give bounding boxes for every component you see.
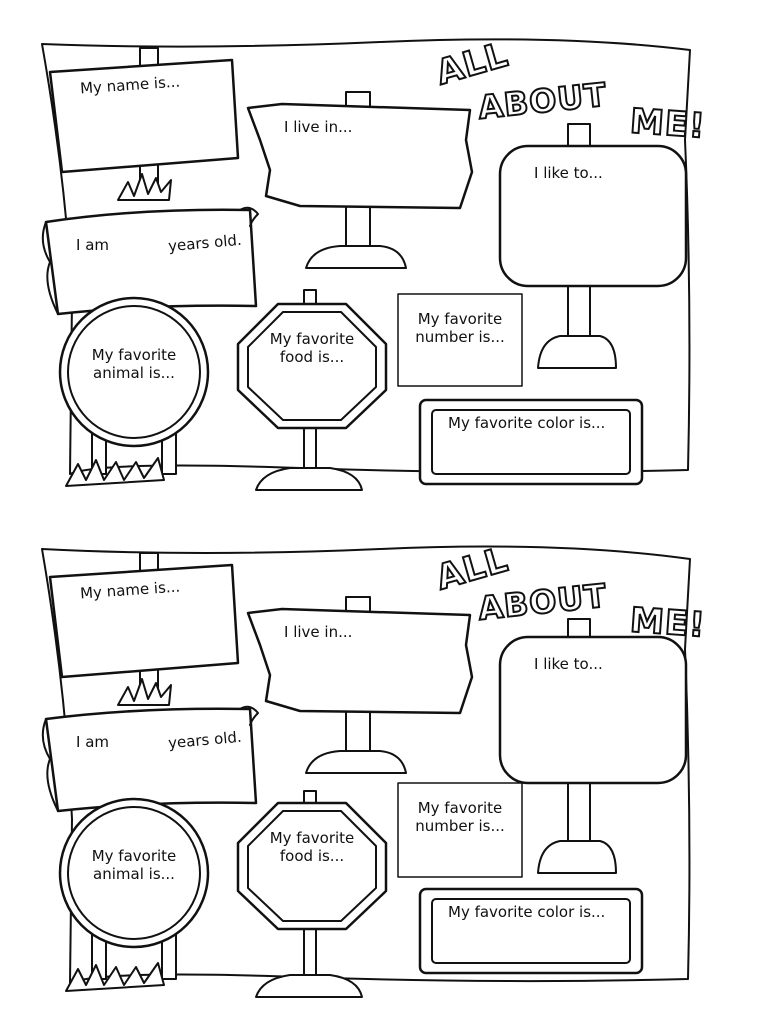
animal-sign (58, 797, 210, 949)
animal-sign (58, 296, 210, 448)
title-me: ME! (628, 599, 708, 646)
age-prompt-start: I am (76, 236, 109, 254)
number-box (397, 293, 523, 387)
live-prompt: I live in... (284, 623, 353, 641)
number-prompt: My favorite number is... (415, 799, 505, 835)
grass-tuft-icon (117, 678, 172, 706)
live-sign (246, 607, 474, 715)
age-banner (44, 707, 258, 813)
color-frame (418, 398, 644, 486)
like-sign (498, 635, 688, 785)
animal-prompt: My favorite animal is... (91, 847, 177, 883)
worksheet-copy-top: ALL ABOUT ME! My name is... I live in...… (0, 0, 768, 505)
food-sign (236, 801, 388, 931)
age-banner (44, 208, 258, 316)
dirt-mound-icon (255, 974, 363, 998)
color-prompt: My favorite color is... (448, 903, 606, 921)
page-border (41, 38, 691, 475)
name-sign (48, 58, 240, 174)
worksheet-artwork (41, 545, 691, 998)
food-prompt: My favorite food is... (269, 330, 355, 366)
number-box (397, 782, 523, 878)
live-sign (246, 102, 474, 210)
color-frame (418, 887, 644, 975)
grass-tuft-icon (117, 173, 172, 201)
grass-tuft-icon (65, 962, 165, 992)
live-prompt: I live in... (284, 118, 353, 136)
animal-prompt: My favorite animal is... (91, 346, 177, 382)
age-prompt-start: I am (76, 733, 109, 751)
like-sign (498, 144, 688, 288)
number-prompt: My favorite number is... (415, 310, 505, 346)
dirt-mound-icon (305, 750, 407, 774)
dirt-mound-icon (255, 467, 363, 491)
color-prompt: My favorite color is... (448, 414, 606, 432)
worksheet-artwork (41, 38, 691, 491)
name-sign (48, 563, 240, 679)
title-me: ME! (628, 100, 708, 147)
grass-tuft-icon (65, 457, 165, 487)
food-sign (236, 302, 388, 430)
stone-base-icon (537, 840, 617, 874)
dirt-mound-icon (305, 245, 407, 269)
like-prompt: I like to... (534, 164, 603, 182)
stone-base-icon (537, 335, 617, 369)
worksheet-copy-bottom: ALL ABOUT ME! My name is... I live in...… (0, 519, 768, 1024)
like-prompt: I like to... (534, 655, 603, 673)
food-prompt: My favorite food is... (269, 829, 355, 865)
